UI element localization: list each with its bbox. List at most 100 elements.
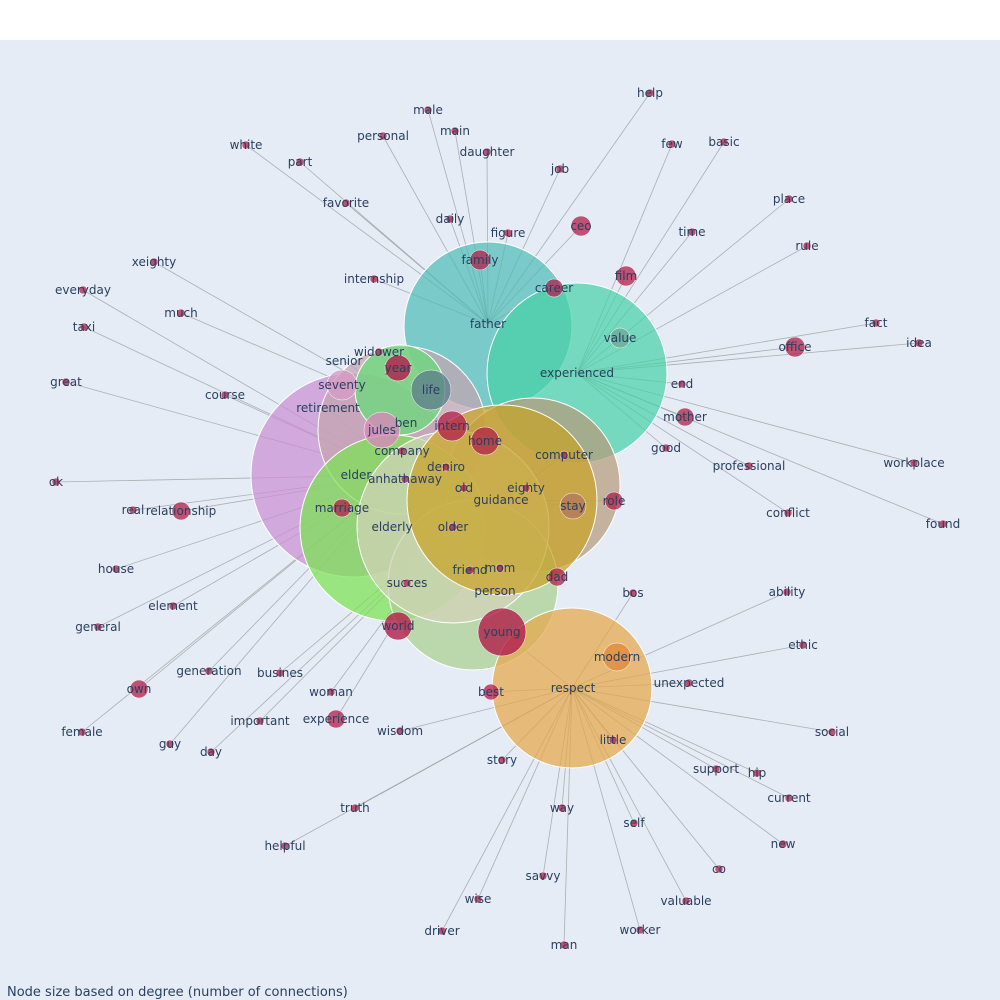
node-label-savvy: savvy [526, 869, 561, 883]
node-label-older: older [438, 520, 469, 534]
mid-node-life [410, 369, 452, 411]
node-label-truth: truth [340, 801, 370, 815]
node-older [448, 522, 458, 532]
node-own [129, 679, 149, 699]
node-favorite [341, 198, 351, 208]
node-label-end: end [671, 377, 694, 391]
mid-node-world [383, 611, 413, 641]
node-label-part: part [288, 155, 313, 169]
node-label-jules: jules [367, 423, 396, 437]
node-worker [635, 925, 645, 935]
node-label-basic: basic [708, 135, 739, 149]
node-everyday [78, 285, 88, 295]
node-hip [752, 768, 762, 778]
node-label-relationship: relationship [146, 504, 217, 518]
mid-node-modern [602, 642, 632, 672]
node-rule [802, 241, 812, 251]
node-time [687, 227, 697, 237]
node-computer [559, 450, 569, 460]
node-label-friend: friend [452, 563, 487, 577]
node-wise [473, 894, 483, 904]
node-label-guidance: guidance [473, 493, 528, 507]
node-anhathaway [400, 474, 410, 484]
node-experience [326, 709, 346, 729]
node-label-role: role [603, 494, 626, 508]
mid-node-value [609, 327, 631, 349]
node-career [544, 278, 564, 298]
node-label-busines: busines [257, 666, 303, 680]
node-label-computer: computer [535, 448, 593, 462]
node-best [482, 683, 500, 701]
node-label-young: young [483, 625, 520, 639]
node-old [459, 483, 469, 493]
node-marriage [332, 498, 352, 518]
node-label-succes: succes [387, 576, 428, 590]
node-generation [204, 666, 214, 676]
node-way [557, 803, 567, 813]
node-label-workplace: workplace [883, 456, 944, 470]
node-label-favorite: favorite [323, 196, 369, 210]
node-label-hip: hip [748, 766, 767, 780]
node-label-respect: respect [551, 681, 596, 695]
node-female [77, 727, 87, 737]
node-ok [51, 477, 61, 487]
node-bos [628, 588, 638, 598]
node-label-office: office [779, 340, 812, 354]
node-label-help: help [637, 86, 663, 100]
node-label-ceo: ceo [570, 219, 591, 233]
node-man [559, 940, 569, 950]
node-ability [782, 587, 792, 597]
node-label-wise: wise [465, 892, 492, 906]
node-label-everyday: everyday [55, 283, 111, 297]
node-label-intern: intern [434, 419, 469, 433]
node-label-support: support [693, 762, 739, 776]
node-daily [445, 214, 455, 224]
node-label-course: course [205, 388, 245, 402]
node-few [667, 139, 677, 149]
node-valuable [681, 896, 691, 906]
node-label-father: father [470, 317, 506, 331]
node-label-new: new [771, 837, 796, 851]
node-label-driver: driver [424, 924, 459, 938]
node-label-experienced: experienced [540, 366, 614, 380]
node-label-fact: fact [865, 316, 888, 330]
node-day [206, 747, 216, 757]
node-real [128, 505, 138, 515]
node-label-great: great [50, 375, 82, 389]
mid-node-stay_b [559, 492, 587, 520]
node-label-ethic: ethic [788, 638, 818, 652]
node-label-life: life [422, 383, 440, 397]
node-helpful [280, 841, 290, 851]
node-element [168, 601, 178, 611]
node-help [645, 88, 655, 98]
node-label-man: man [551, 938, 578, 952]
node-label-wisdom: wisdom [377, 724, 423, 738]
node-label-daughter: daughter [460, 145, 515, 159]
node-label-way: way [550, 801, 574, 815]
node-male [423, 105, 433, 115]
node-label-deniro: deniro [427, 460, 465, 474]
node-main [450, 126, 460, 136]
node-label-house: house [98, 562, 134, 576]
node-label-world: world [381, 619, 414, 633]
node-important [255, 716, 265, 726]
node-label-career: career [535, 281, 573, 295]
node-label-found: found [926, 517, 960, 531]
node-label-white: white [230, 138, 263, 152]
node-family [469, 249, 491, 271]
node-label-rule: rule [795, 239, 818, 253]
node-label-company: company [374, 444, 429, 458]
node-label-current: current [767, 791, 811, 805]
node-label-stay: stay [560, 499, 585, 513]
node-story [497, 755, 507, 765]
node-film [615, 265, 637, 287]
node-label-film: film [615, 269, 638, 283]
node-job [555, 164, 565, 174]
node-label-little: little [600, 733, 627, 747]
node-label-much: much [164, 306, 198, 320]
node-figure [503, 228, 513, 238]
node-label-elder: elder [341, 468, 372, 482]
node-part [295, 157, 305, 167]
